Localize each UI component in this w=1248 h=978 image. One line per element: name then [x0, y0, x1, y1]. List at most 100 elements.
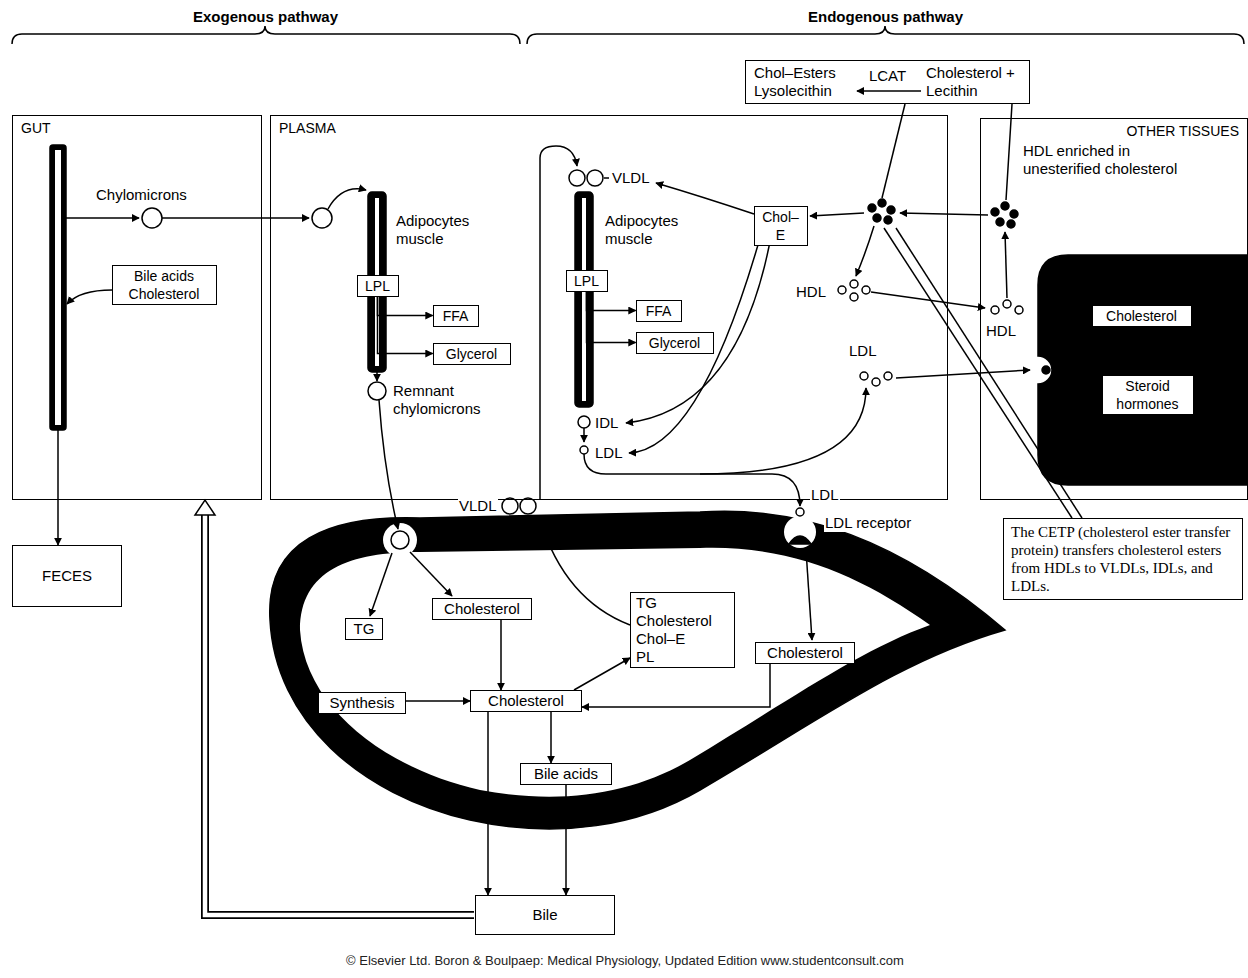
hdl-particle	[1015, 306, 1023, 314]
particle-label: IDL	[594, 414, 619, 432]
reaction-arrow	[853, 85, 923, 97]
ldl-arrow	[700, 388, 866, 474]
particle-label: HDL	[985, 322, 1017, 340]
node-text: FECES	[18, 567, 116, 585]
process-box: Cholesterol	[470, 690, 582, 712]
leader-line	[604, 177, 609, 179]
ldl-receptor	[1042, 366, 1050, 374]
process-box: Synthesis	[318, 692, 406, 714]
process-box: FECES	[12, 545, 122, 607]
ldl-particle	[796, 508, 804, 516]
connector-arrow	[582, 664, 770, 707]
particle-label: HDL	[795, 283, 827, 301]
cetp-arrow	[656, 183, 754, 214]
process-box: Bile	[475, 895, 615, 935]
note-box: The CETP (cholesterol ester transfer pro…	[1003, 518, 1243, 600]
liver-interior	[300, 548, 930, 797]
process-box: Glycerol	[433, 343, 511, 365]
uptake-arrow	[370, 553, 392, 616]
hdl-particle	[887, 206, 895, 214]
node-text: TG	[636, 594, 729, 612]
node-text: LPL	[363, 277, 393, 295]
particle-label: Remnant chylomicrons	[392, 382, 499, 418]
chylomicron-particle	[142, 208, 162, 228]
region-title: PLASMA	[279, 119, 939, 137]
process-box: Steroid hormones	[1102, 375, 1194, 415]
node-text: Cholesterol	[636, 612, 729, 630]
reaction-arrow-line	[857, 90, 921, 92]
node-text: Synthesis	[324, 694, 400, 712]
connector-arrow	[550, 712, 552, 763]
ldl-receptor	[789, 536, 811, 544]
process-box: Cholesterol	[1092, 305, 1192, 327]
reaction-box: Chol–Esters LysolecithinLCATCholesterol …	[745, 60, 1030, 104]
hdl-arrow	[871, 292, 985, 308]
process-box: Glycerol	[636, 332, 714, 354]
node-text: Cholesterol	[438, 600, 526, 618]
region-title: OTHER TISSUES	[989, 122, 1239, 140]
ldl-particle	[580, 446, 588, 454]
export-arrow	[540, 520, 630, 625]
node-text: Bile acids	[526, 765, 606, 783]
leader-line	[896, 228, 1082, 518]
node-text: FFA	[642, 302, 676, 320]
process-box: Bile acids	[520, 763, 612, 785]
gut-outflow-line	[57, 430, 59, 500]
ldl-particle	[884, 372, 892, 380]
particle-label: LDL	[594, 444, 624, 462]
particle-label: VLDL	[611, 169, 651, 187]
hollow-arrowhead	[195, 500, 215, 515]
hdl-particle	[862, 286, 870, 294]
gut-tube-lumen	[55, 150, 61, 425]
leader-line	[884, 228, 1072, 518]
capillary-lumen	[582, 198, 586, 401]
vldl-particle	[569, 170, 585, 186]
connector-arrow	[406, 700, 470, 702]
hdl-arrow	[1005, 232, 1007, 298]
connector-arrow	[587, 292, 636, 311]
hdl-particle	[884, 216, 892, 224]
process-box: LPL	[566, 270, 608, 292]
hdl-particle	[1010, 210, 1018, 218]
hdl-particle	[838, 286, 846, 294]
node-text: Glycerol	[642, 334, 708, 352]
vldl-particle	[502, 498, 518, 514]
process-box: Bile acids Cholesterol	[112, 265, 217, 305]
remnant-particle	[368, 382, 386, 400]
connector-arrow	[587, 292, 636, 343]
node-text: Chol–E	[760, 208, 802, 244]
node-text: Cholesterol	[761, 644, 849, 662]
hdl-particle	[1003, 300, 1011, 308]
connector-arrow	[378, 297, 433, 316]
bile-arrow	[67, 290, 112, 304]
hdl-particle	[878, 199, 886, 207]
ldl-arrow	[896, 370, 1030, 378]
particle-label: LDL	[810, 486, 840, 504]
node-text: FFA	[439, 307, 473, 325]
chylomicron-arrow	[162, 217, 309, 219]
node-text: LPL	[572, 272, 602, 290]
process-box: TGCholesterolChol–EPL	[630, 592, 735, 668]
uptake-arrow	[806, 550, 812, 640]
particle-label: VLDL	[458, 497, 498, 515]
connector-arrow	[57, 500, 59, 545]
node-text: Chol–Esters Lysolecithin	[754, 64, 849, 100]
tissue-cell	[1038, 255, 1248, 485]
enzyme-name: LCAT	[869, 67, 906, 85]
process-box: FFA	[636, 300, 682, 322]
node-text: Bile acids Cholesterol	[118, 267, 211, 303]
hollow-connector-core	[205, 514, 474, 915]
leader-line	[882, 104, 905, 198]
particle-label: Adipocytes muscle	[395, 212, 487, 248]
particle-label: LDL	[848, 342, 878, 360]
process-box: Cholesterol	[432, 598, 532, 620]
hdl-particle	[868, 204, 876, 212]
reaction-arrow-group: LCAT	[853, 67, 923, 97]
vldl-particle	[520, 498, 536, 514]
node-text: Cholesterol	[1098, 307, 1186, 325]
hdl-particle	[850, 280, 858, 288]
capillary	[575, 192, 593, 407]
process-box: FFA	[433, 305, 479, 327]
region-box: PLASMA LPL FFA Glycerol LPL FFA Glycerol Chol–E	[270, 115, 948, 500]
region-title: GUT	[21, 119, 253, 137]
